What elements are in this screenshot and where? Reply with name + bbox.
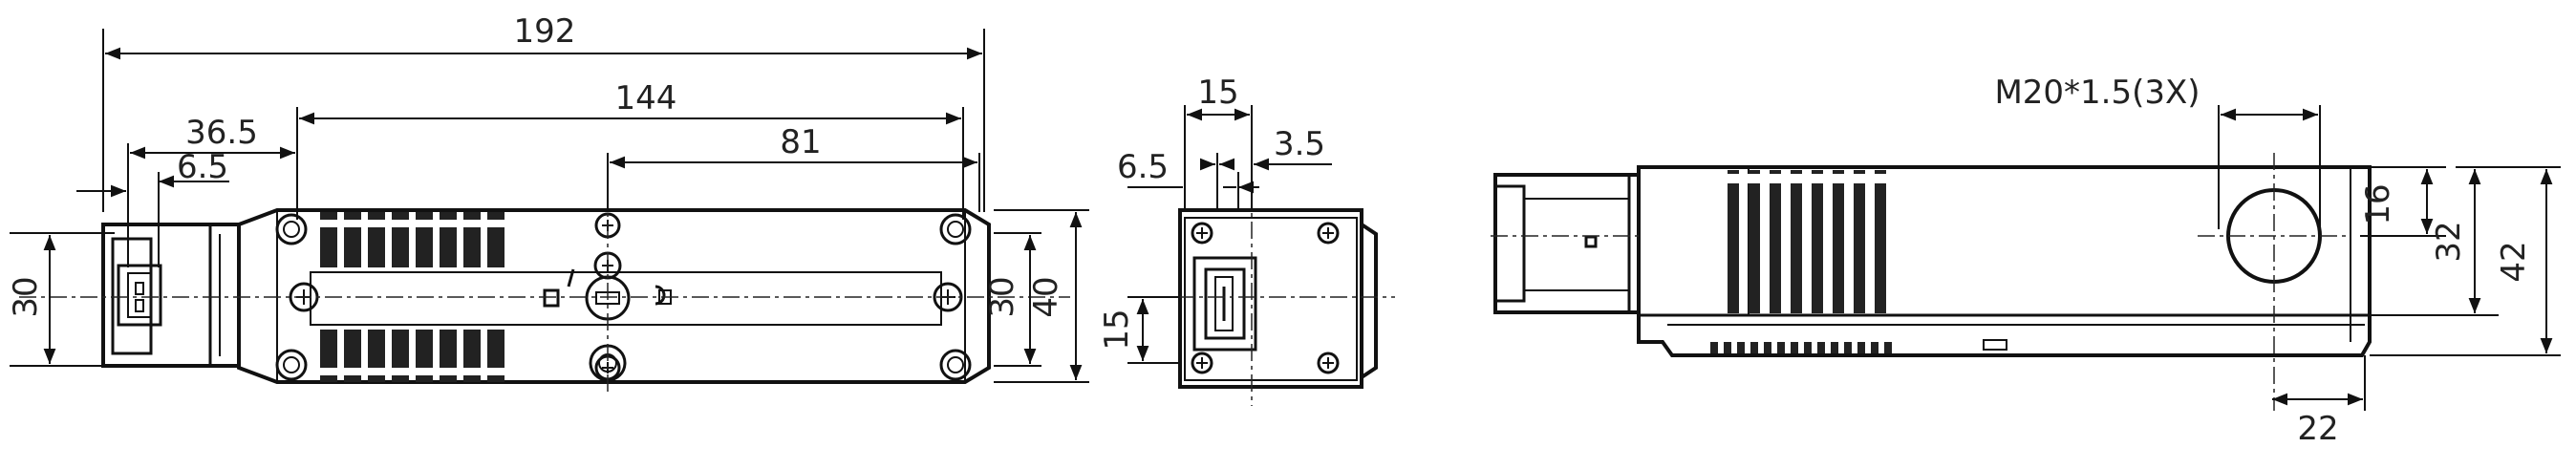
front-connector bbox=[101, 223, 250, 368]
front-dimensions: 192 144 81 36.5 6.5 30 bbox=[7, 12, 1089, 383]
dim-thread: M20*1.5(3X) bbox=[1994, 74, 2200, 112]
front-hole-tl bbox=[275, 213, 308, 245]
side-view: 15 6.5 3.5 15 bbox=[1098, 74, 1395, 406]
dim-144: 144 bbox=[615, 79, 677, 117]
dim-6-5: 6.5 bbox=[177, 148, 228, 186]
top-dimensions: M20*1.5(3X) 16 32 42 22 bbox=[1994, 74, 2561, 448]
dim-22: 22 bbox=[2297, 410, 2338, 448]
dim-30-right: 30 bbox=[983, 276, 1021, 317]
front-housing bbox=[237, 208, 991, 384]
dim-192: 192 bbox=[514, 12, 576, 51]
dim-side-15: 15 bbox=[1197, 74, 1238, 112]
front-ribs-top bbox=[320, 212, 504, 267]
dim-40-right: 40 bbox=[1027, 276, 1065, 317]
side-dimensions: 15 6.5 3.5 15 bbox=[1098, 74, 1332, 364]
front-hole-tr bbox=[939, 213, 972, 245]
front-ribs-bottom bbox=[320, 330, 504, 382]
dim-16: 16 bbox=[2359, 183, 2397, 224]
top-view: M20*1.5(3X) 16 32 42 22 bbox=[1491, 74, 2561, 448]
front-hole-br bbox=[939, 349, 972, 381]
dim-side-15-v: 15 bbox=[1098, 309, 1136, 350]
top-ribs bbox=[1720, 170, 1892, 313]
dim-32: 32 bbox=[2430, 221, 2468, 262]
top-connector bbox=[1493, 173, 1641, 314]
dim-side-6-5: 6.5 bbox=[1117, 148, 1169, 186]
front-view: 192 144 81 36.5 6.5 30 bbox=[7, 12, 1089, 396]
lock-icon bbox=[543, 288, 560, 308]
dim-42: 42 bbox=[2495, 241, 2533, 282]
front-hole-bl bbox=[275, 349, 308, 381]
dim-30-left: 30 bbox=[7, 276, 45, 317]
dim-side-3-5: 3.5 bbox=[1274, 125, 1325, 163]
dim-36-5: 36.5 bbox=[185, 114, 258, 152]
top-bottom-ribs bbox=[1710, 339, 2007, 353]
dim-81: 81 bbox=[780, 123, 821, 161]
